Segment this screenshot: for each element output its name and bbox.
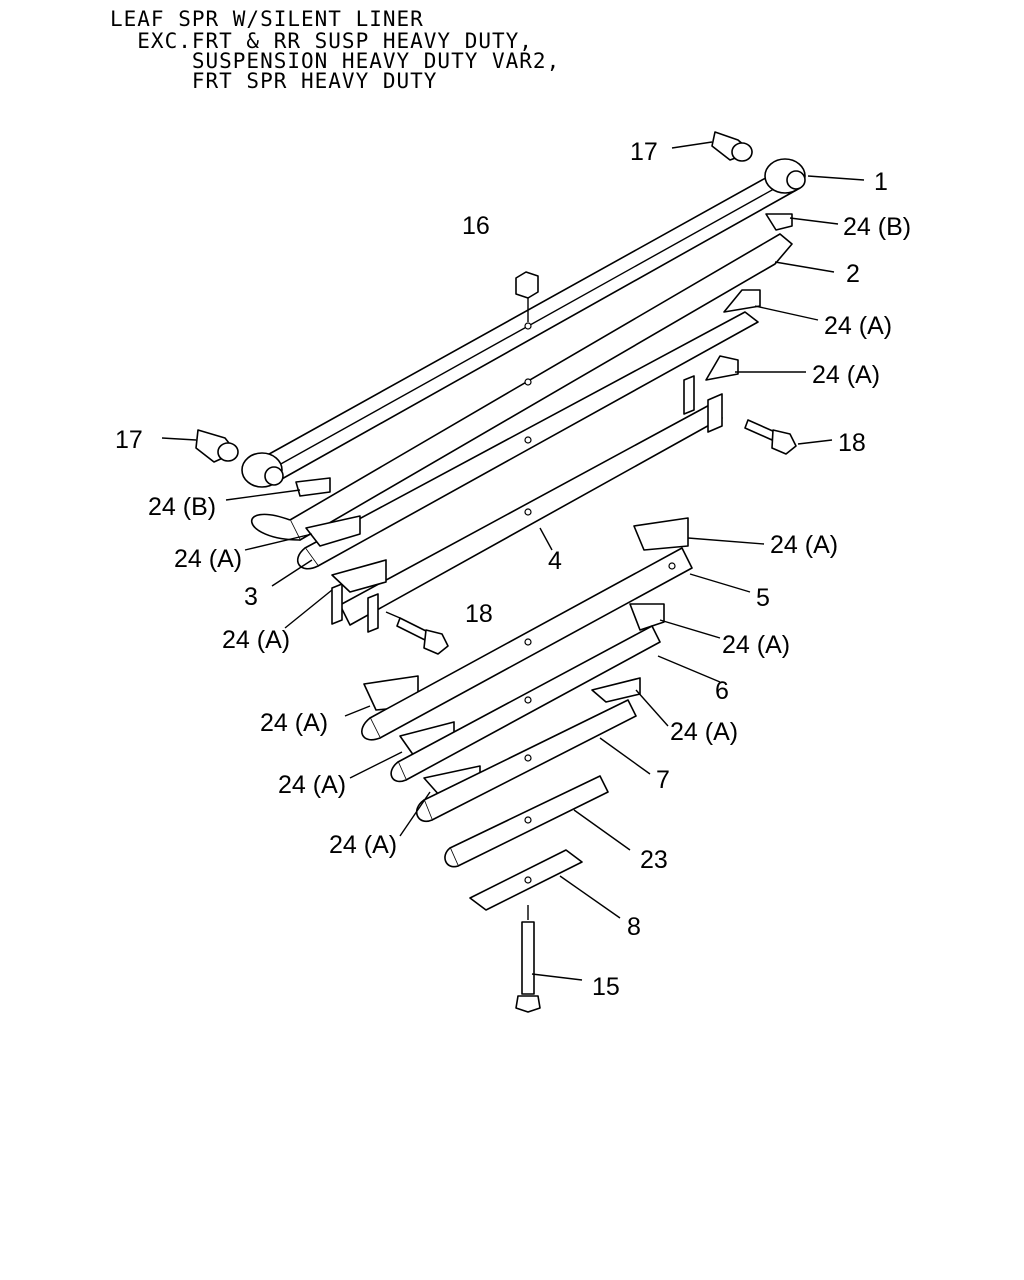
callout-24a-9: 24 (A)	[278, 771, 346, 799]
callout-24a-3: 24 (A)	[174, 545, 242, 573]
plate-8	[469, 849, 583, 911]
callout-6: 6	[715, 677, 729, 705]
callout-24a-4: 24 (A)	[770, 531, 838, 559]
callout-24a-5: 24 (A)	[222, 626, 290, 654]
callout-8: 8	[627, 913, 641, 941]
leader-lines	[161, 141, 865, 981]
callout-24a-10: 24 (A)	[329, 831, 397, 859]
header-line-1: LEAF SPR W/SILENT LINER	[110, 7, 424, 31]
callout-24a-2: 24 (A)	[812, 361, 880, 389]
callout-16: 16	[462, 212, 490, 240]
leaf-7	[415, 699, 637, 823]
callout-17-lower: 17	[115, 426, 143, 454]
callout-1: 1	[874, 168, 888, 196]
callout-2: 2	[846, 260, 860, 288]
leaf-1	[241, 158, 806, 488]
callout-23: 23	[640, 846, 668, 874]
header-line-4: FRT SPR HEAVY DUTY	[110, 69, 438, 93]
callout-17-upper: 17	[630, 138, 658, 166]
callout-4: 4	[548, 547, 562, 575]
header-line-3: SUSPENSION HEAVY DUTY VAR2,	[110, 49, 561, 73]
leaf-4	[331, 375, 723, 633]
center-bolt-15	[515, 905, 541, 1013]
callout-18-lower: 18	[465, 600, 493, 628]
callout-5: 5	[756, 584, 770, 612]
leaf-5	[361, 547, 693, 741]
callout-24a-6: 24 (A)	[722, 631, 790, 659]
bushing-upper	[711, 131, 753, 162]
callout-24a-1: 24 (A)	[824, 312, 892, 340]
callout-7: 7	[656, 766, 670, 794]
bushing-lower	[195, 429, 239, 463]
callout-24a-7: 24 (A)	[260, 709, 328, 737]
callout-3: 3	[244, 583, 258, 611]
bolt-18-upper	[744, 419, 797, 455]
header-line-2: EXC.FRT & RR SUSP HEAVY DUTY,	[110, 29, 533, 53]
callout-24b-upper: 24 (B)	[843, 213, 911, 241]
leaf-23	[444, 775, 609, 868]
callout-24a-8: 24 (A)	[670, 718, 738, 746]
bolt-18-lower	[396, 617, 449, 655]
leaf-3	[296, 311, 759, 570]
leaf-6	[390, 625, 661, 783]
callout-15: 15	[592, 973, 620, 1001]
callout-18-upper: 18	[838, 429, 866, 457]
callout-24b-lower: 24 (B)	[148, 493, 216, 521]
nut-16	[515, 271, 539, 322]
